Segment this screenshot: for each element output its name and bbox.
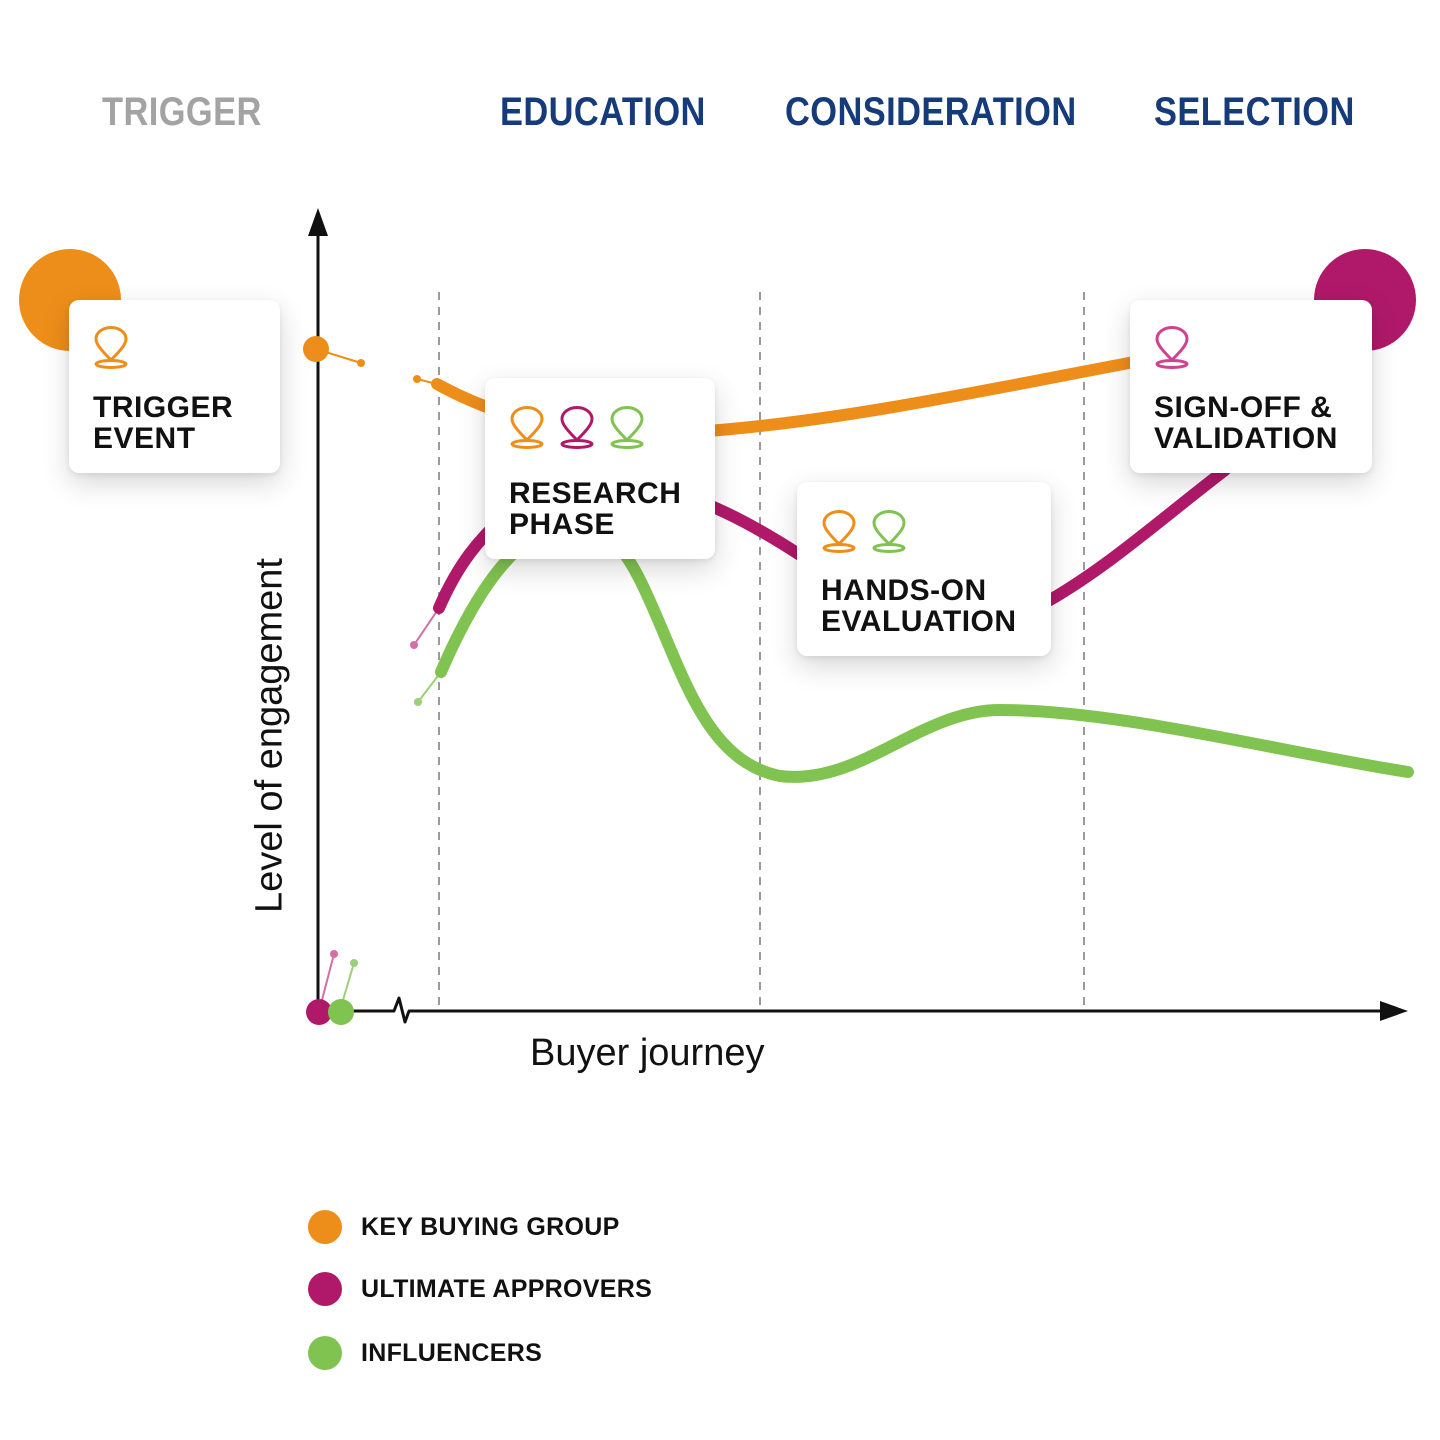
legend-swatch-key-buying-group <box>308 1210 342 1244</box>
legend-swatch-influencers <box>308 1336 342 1370</box>
hands-on-evaluation-card: HANDS-ON EVALUATION <box>797 482 1051 656</box>
map-pin-icon-key-buying-group <box>94 326 128 369</box>
influencers-lead-dot <box>414 698 422 706</box>
hands-on-evaluation-title: HANDS-ON EVALUATION <box>821 574 1017 638</box>
legend-swatch-ultimate-approvers <box>308 1272 342 1306</box>
ultimate-approvers-lead-dot <box>410 641 418 649</box>
sign-off-validation-card: SIGN-OFF & VALIDATION <box>1130 300 1372 473</box>
x-axis-label: Buyer journey <box>530 1032 765 1074</box>
ultimate-approvers-origin-dot <box>306 999 332 1025</box>
influencers-lead <box>417 671 442 703</box>
map-pin-icon-key-buying-group <box>822 510 856 553</box>
map-pin-icon-key-buying-group <box>510 406 544 449</box>
y-axis-arrow <box>308 208 328 236</box>
phase-consideration: CONSIDERATION <box>785 90 1077 134</box>
ultimate-approvers-lead <box>413 607 440 646</box>
origin-connector-green-end <box>350 959 358 967</box>
legend-item-key-buying-group: KEY BUYING GROUP <box>308 1210 620 1244</box>
y-axis-label: Level of engagement <box>248 558 291 913</box>
legend-item-ultimate-approvers: ULTIMATE APPROVERS <box>308 1272 652 1306</box>
key-buying-group-start-dot <box>303 336 329 362</box>
sign-off-validation-title: SIGN-OFF & VALIDATION <box>1154 391 1338 455</box>
origin-connector-magenta <box>321 953 335 1001</box>
legend-item-influencers: INFLUENCERS <box>308 1336 542 1370</box>
map-pin-icon-influencers <box>872 510 906 553</box>
trigger-event-card: TRIGGER EVENT <box>69 300 280 473</box>
influencers-origin-dot <box>328 999 354 1025</box>
legend-label-key-buying-group: KEY BUYING GROUP <box>361 1212 620 1241</box>
legend-label-ultimate-approvers: ULTIMATE APPROVERS <box>361 1274 653 1303</box>
phase-education: EDUCATION <box>500 90 706 134</box>
x-axis-arrow <box>1380 1001 1408 1021</box>
research-phase-title: RESEARCH PHASE <box>509 477 682 541</box>
map-pin-icon-ultimate-approvers <box>1155 326 1189 369</box>
map-pin-icon-ultimate-approvers <box>560 406 594 449</box>
origin-connector-magenta-end <box>330 950 338 958</box>
trigger-event-title: TRIGGER EVENT <box>93 391 234 455</box>
key-buying-group-connector-end <box>357 359 365 367</box>
x-axis-line <box>318 996 1386 1024</box>
phase-trigger: TRIGGER <box>102 90 262 134</box>
phase-selection: SELECTION <box>1154 90 1355 134</box>
research-phase-card: RESEARCH PHASE <box>485 378 715 559</box>
origin-connector-green <box>342 962 355 1001</box>
map-pin-icon-influencers <box>610 406 644 449</box>
legend-label-influencers: INFLUENCERS <box>361 1338 543 1367</box>
key-buying-group-lead-dot <box>413 375 421 383</box>
